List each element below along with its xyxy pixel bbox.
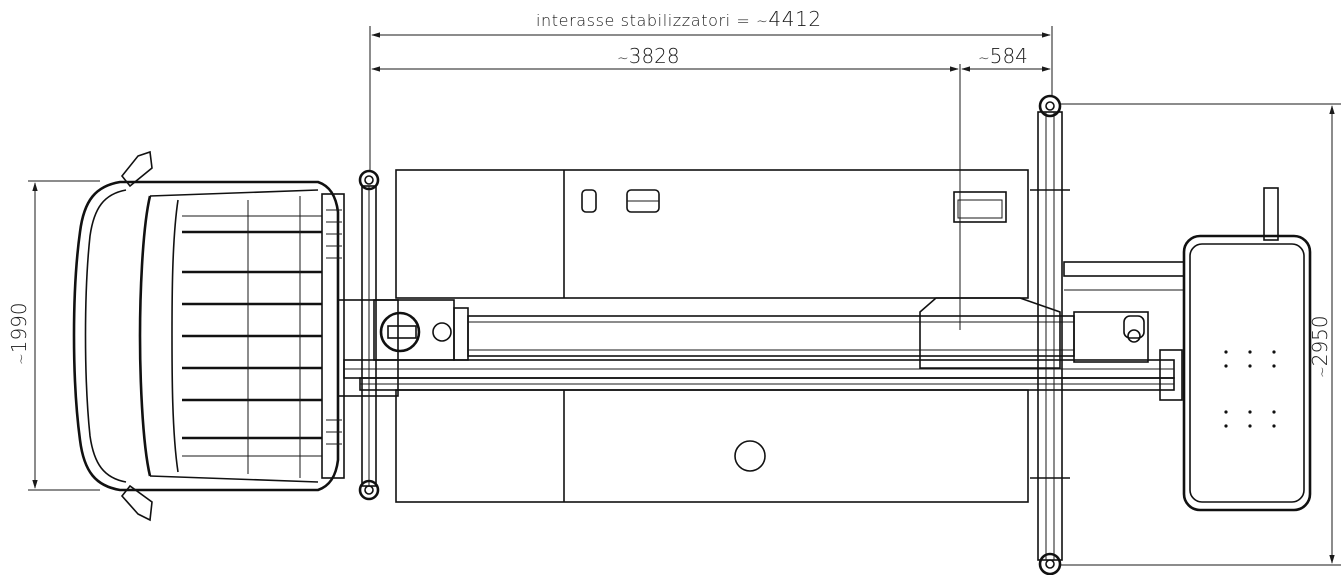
- telescopic-boom: [467, 297, 1149, 369]
- chassis-frame: [337, 299, 1175, 397]
- truck-cab: [72, 150, 345, 522]
- dim-label-3828: ~3828: [617, 44, 680, 68]
- front-stabilizer: [358, 169, 380, 501]
- rear-connectors: [1063, 187, 1279, 401]
- dim-label-stabilizer-wheelbase: interasse stabilizzatori = ~4412: [536, 7, 822, 31]
- dimension-lines: [28, 26, 1341, 566]
- dim-label-1990: ~1990: [7, 302, 31, 365]
- body-lower-panel: [395, 389, 1029, 503]
- rear-stabilizer: [1030, 94, 1070, 575]
- dim-label-2950: ~2950: [1308, 315, 1332, 378]
- work-basket: [1182, 234, 1312, 512]
- body-upper-panel: [395, 169, 1029, 299]
- dim-label-584: ~584: [978, 44, 1028, 68]
- turret-base: [373, 299, 469, 361]
- dimension-labels: interasse stabilizzatori = ~4412 ~3828 ~…: [7, 7, 1332, 378]
